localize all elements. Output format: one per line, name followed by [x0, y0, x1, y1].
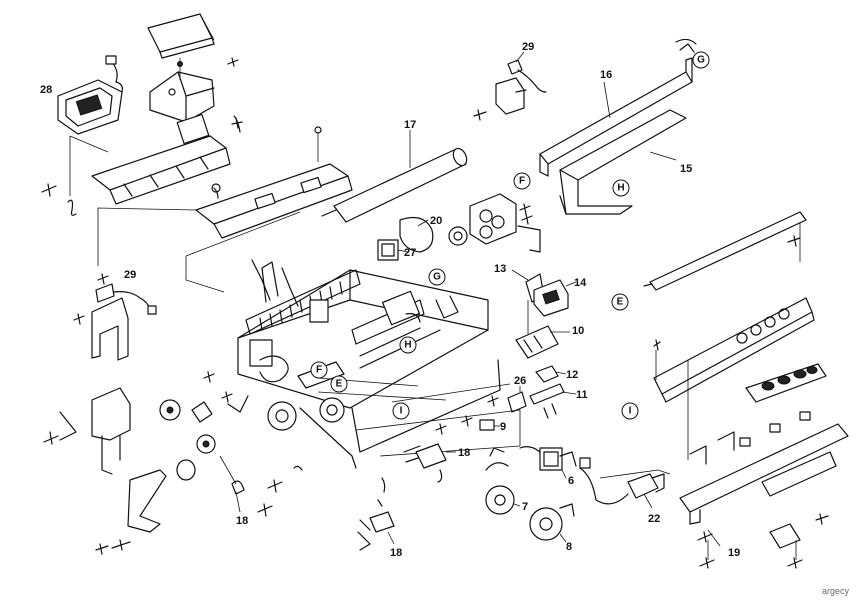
part-10-pcb [515, 300, 570, 359]
part-8-motor [529, 503, 575, 543]
part-29-left-bracket [73, 273, 157, 361]
svg-text:I: I [629, 406, 632, 417]
ref-I-frame: I [392, 402, 410, 420]
ref-E-shaft: E [611, 293, 629, 311]
ref-E-frame: E [330, 375, 348, 393]
watermark-text: argecy [821, 586, 849, 596]
ref-G-frame: G [428, 268, 446, 286]
part-12-spring-lever [535, 365, 567, 383]
part-left-side-plate [43, 387, 167, 555]
ref-F-frame: F [310, 361, 328, 379]
svg-text:H: H [404, 340, 411, 351]
part-17-platen-roller [321, 130, 468, 223]
part-18-sensor-mid [403, 423, 456, 483]
callout-labels: 28 17 29 16 15 20 27 13 14 29 10 26 12 1… [40, 41, 740, 559]
leader-lines-left-group [97, 207, 301, 293]
ref-I-panel: I [621, 402, 639, 420]
ref-H-ribbon: H [612, 179, 630, 197]
svg-text:G: G [697, 55, 705, 66]
callout-28: 28 [40, 84, 52, 96]
svg-text:E: E [617, 297, 624, 308]
part-14-sensor-unit [533, 279, 577, 317]
callout-20: 20 [430, 215, 442, 227]
svg-text:H: H [617, 183, 624, 194]
callout-29-top: 29 [522, 41, 534, 53]
part-22-sensor-right [579, 467, 671, 509]
callout-22: 22 [648, 513, 660, 525]
part-gear-set-left [159, 371, 303, 517]
part-18-sensor-bottom [357, 477, 395, 551]
part-gear-cluster-right [469, 193, 541, 253]
part-main-chassis-frame [237, 259, 501, 469]
part-upper-bracket [149, 57, 239, 123]
svg-text:G: G [433, 272, 441, 283]
part-28-sensor-board [57, 55, 123, 135]
callout-8: 8 [566, 541, 572, 553]
part-16-carriage-shaft [539, 38, 697, 177]
part-button-set [745, 363, 827, 403]
part-15-ribbon-guide [559, 109, 687, 215]
part-11-lever [529, 383, 577, 419]
callout-16: 16 [600, 69, 612, 81]
callout-29-left: 29 [124, 269, 136, 281]
svg-text:E: E [336, 379, 343, 390]
callout-19: 19 [728, 547, 740, 559]
part-upper-right-shaft [643, 211, 807, 291]
part-top-guide-assembly [41, 113, 243, 216]
part-19-panel-board [679, 360, 849, 569]
callout-10: 10 [572, 325, 584, 337]
part-20-drive-belt [399, 217, 468, 253]
callout-18-mid: 18 [458, 447, 470, 459]
callout-15: 15 [680, 163, 692, 175]
ref-H-frame: H [399, 336, 417, 354]
part-front-panel-cover [653, 297, 815, 403]
callout-27: 27 [404, 247, 416, 259]
callout-18-bottom: 18 [390, 547, 402, 559]
part-cover-plate [147, 13, 215, 59]
svg-text:F: F [519, 176, 525, 187]
callout-12: 12 [566, 369, 578, 381]
callout-11: 11 [576, 389, 588, 401]
reference-markers: G F H E G H F E [310, 51, 710, 420]
part-27-sensor-block [377, 239, 409, 261]
callout-7: 7 [522, 501, 528, 513]
part-9-connector [461, 415, 500, 431]
callout-13: 13 [494, 263, 506, 275]
part-7-motor [485, 447, 521, 515]
part-paper-guide-tray [195, 126, 353, 239]
svg-text:F: F [316, 365, 322, 376]
part-26-latch [487, 386, 527, 413]
ref-F-rail: F [513, 172, 531, 190]
svg-text:I: I [400, 406, 403, 417]
callout-6: 6 [568, 475, 574, 487]
callout-26: 26 [514, 375, 526, 387]
ref-G-top-right: G [692, 51, 710, 69]
part-29-top-bracket [473, 51, 547, 121]
callout-14: 14 [574, 277, 587, 289]
part-6-stepper-motor [519, 446, 591, 479]
callout-17: 17 [404, 119, 416, 131]
callout-18-left: 18 [236, 515, 248, 527]
callout-9: 9 [500, 421, 506, 433]
